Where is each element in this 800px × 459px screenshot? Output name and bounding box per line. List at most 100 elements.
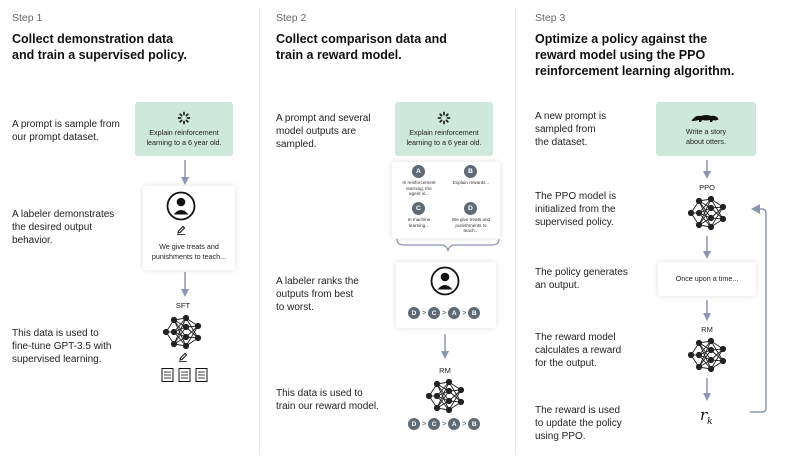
step-3-desc-2: The PPO model is initialized from the su… — [535, 190, 616, 229]
network-edges — [428, 381, 462, 411]
arrow-down-icon — [703, 236, 711, 259]
output-line: We give treats and — [451, 217, 491, 222]
desc-line: A labeler ranks the — [276, 276, 359, 287]
rank-gt: > — [422, 309, 427, 317]
desc-line: The reward model — [535, 332, 616, 343]
rank-item: A — [448, 307, 461, 319]
step-2-desc-3: This data is used to train our reward mo… — [276, 387, 379, 413]
network-node — [194, 334, 202, 342]
output-d-badge: D — [464, 202, 477, 215]
desc-line: sampled from — [535, 124, 596, 135]
network-node — [457, 386, 465, 394]
step-1-demo-text: We give treats and punishments to teach.… — [146, 242, 232, 261]
model-outputs-card — [392, 162, 500, 238]
output-d-text: We give treats and punishments to teach.… — [448, 217, 494, 234]
network-edge — [436, 390, 450, 409]
step-2-title-line-2: train a reward model. — [276, 48, 402, 62]
brace-icon — [396, 238, 500, 252]
desc-line: The PPO model is — [535, 191, 617, 202]
step-2-prompt-text: Explain reinforcement learning to a 6 ye… — [406, 128, 481, 147]
desc-line: to worst. — [276, 302, 314, 313]
output-line: In reinforcement — [402, 180, 436, 185]
step-3-label: Step 3 — [535, 12, 566, 24]
rank-item: D — [408, 307, 420, 319]
desc-line: This data is used to — [12, 328, 99, 339]
desc-line: behavior. — [12, 235, 53, 246]
rm-label: RM — [439, 366, 451, 375]
network-node — [719, 203, 727, 211]
rm-network-icon — [425, 378, 465, 414]
network-edge — [448, 389, 462, 411]
step-1-prompt-text: Explain reinforcement learning to a 6 ye… — [146, 128, 221, 147]
network-node — [445, 397, 453, 405]
network-node — [719, 357, 727, 365]
network-node — [457, 398, 465, 406]
output-line: teach... — [463, 228, 479, 234]
column-divider — [259, 8, 260, 453]
ranking-row-rm: D > C > A > B — [408, 418, 481, 430]
network-edge — [436, 383, 450, 402]
step-3-column: Step 3 Optimize a policy against the rew… — [518, 0, 800, 459]
desc-line: using PPO. — [535, 431, 586, 442]
network-edge — [698, 340, 712, 368]
desc-line: for the output. — [535, 358, 597, 369]
network-node — [433, 380, 441, 388]
network-edge — [698, 349, 712, 368]
output-a-text: In reinforcement learning, the agent is.… — [396, 180, 442, 197]
network-node — [194, 322, 202, 330]
desc-line: sampled. — [276, 139, 317, 150]
pencil-icon — [179, 352, 188, 362]
network-node — [695, 339, 703, 347]
desc-line: model outputs are — [276, 126, 357, 137]
network-edge — [173, 319, 187, 347]
step-3-title: Optimize a policy against the reward mod… — [535, 31, 734, 79]
network-edges — [165, 317, 199, 347]
network-node — [425, 392, 433, 400]
network-node — [707, 356, 715, 364]
network-node — [707, 365, 715, 373]
network-node — [707, 337, 715, 345]
reward-subscript: k — [707, 417, 713, 427]
network-edge — [710, 348, 724, 370]
step-1-desc-2: A labeler demonstrates the desired outpu… — [12, 208, 114, 247]
network-node — [707, 204, 715, 212]
rank-gt: > — [442, 420, 447, 428]
output-b-text: Explain rewards... — [448, 180, 494, 186]
desc-line: A new prompt is — [535, 111, 607, 122]
output-c-badge: C — [412, 202, 425, 215]
network-node — [182, 314, 190, 322]
network-edge — [710, 206, 724, 228]
step-2-label: Step 2 — [276, 12, 307, 24]
step-1-desc-3: This data is used to fine-tune GPT-3.5 w… — [12, 327, 112, 366]
step-2-title: Collect comparison data and train a rewa… — [276, 31, 447, 63]
network-edge — [173, 319, 187, 338]
reward-value: rk — [700, 406, 713, 427]
network-edge — [173, 326, 187, 345]
desc-line: train our reward model. — [276, 401, 379, 412]
desc-line: The policy generates — [535, 267, 628, 278]
cycle-icon — [437, 111, 451, 125]
prompt-line: Explain reinforcement — [409, 128, 479, 137]
network-edge — [173, 317, 187, 345]
output-line: agent is... — [409, 191, 429, 197]
arrow-down-icon — [181, 272, 189, 297]
reward-symbol: r — [700, 406, 708, 424]
network-node — [433, 404, 441, 412]
step-2-desc-2: A labeler ranks the outputs from best to… — [276, 275, 359, 314]
feedback-loop-arrow — [750, 204, 767, 413]
demo-line: We give treats and — [159, 242, 219, 251]
step-1-title-line-2: and train a supervised policy. — [12, 48, 187, 62]
step-2-prompt-box: Explain reinforcement learning to a 6 ye… — [395, 102, 493, 156]
step-3-desc-1: A new prompt is sampled from the dataset… — [535, 110, 606, 149]
network-node — [687, 351, 695, 359]
rank-item: D — [408, 418, 420, 430]
rank-gt: > — [442, 309, 447, 317]
step-3-desc-4: The reward model calculates a reward for… — [535, 331, 621, 370]
network-node — [445, 378, 453, 386]
arrow-down-icon — [703, 160, 711, 179]
step-3-prompt-text: Write a story about otters. — [686, 127, 726, 146]
network-node — [707, 195, 715, 203]
prompt-line: Write a story — [685, 127, 727, 136]
desc-line: our prompt dataset. — [12, 132, 99, 143]
network-edge — [698, 200, 712, 219]
